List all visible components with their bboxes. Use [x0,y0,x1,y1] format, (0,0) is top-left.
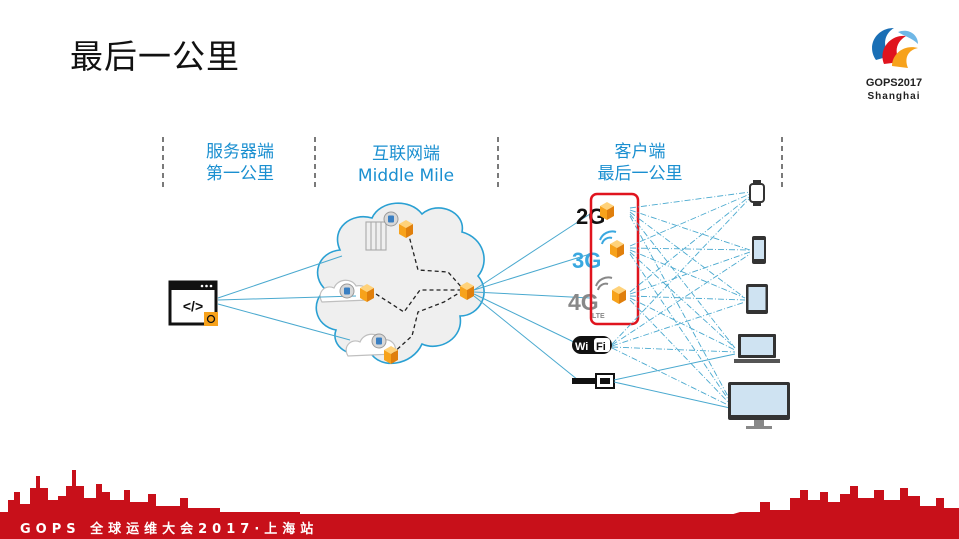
internal-routes [375,231,465,355]
laptop-icon [734,334,780,363]
client-label-line1: 客户端 [614,142,666,162]
svg-text:</>: </> [183,298,203,314]
tablet-icon [746,284,768,314]
gops-emblem-icon [872,28,918,68]
footer-bar [0,514,959,539]
network-ethernet-icon [572,373,615,389]
server-label-line2: 第一公里 [206,164,274,184]
internet-cloud [315,202,485,365]
label-wifi-fi: Fi [596,341,606,353]
footer-text: GOPS 全球运维大会2017·上海站 [20,522,319,537]
label-4g: 4G [568,289,599,315]
network-4g-icon: 4G LTE [568,276,626,320]
label-lte: LTE [592,313,605,320]
edge-cloud-lower [345,333,396,357]
server-label-line1: 服务器端 [206,142,274,162]
network-3g-icon: 3G [572,230,624,273]
network-2g-icon: 2G [576,202,614,229]
column-separators [162,137,783,190]
internet-label-line1: 互联网端 [372,144,440,164]
client-label-line2: 最后一公里 [597,164,683,184]
last-mile-highlight-box [589,192,640,326]
device-links [611,191,751,407]
network-wifi-icon: Wi Fi [572,336,612,354]
client-column-label: 客户端 最后一公里 [580,141,700,185]
smartwatch-icon [749,180,765,206]
server-column-label: 服务器端 第一公里 [190,141,290,185]
building-icon [365,221,387,251]
slide-title: 最后一公里 [70,37,240,76]
logo-brand-text: GOPS2017 [865,77,923,89]
logo-city-text: Shanghai [867,91,921,102]
label-3g: 3G [572,248,601,273]
code-window-icon: </> [168,280,218,326]
server-links [217,255,357,341]
smartphone-icon [752,236,766,264]
gops-logo: GOPS2017 Shanghai [862,20,926,110]
ethernet-links [613,353,736,409]
label-wifi-wi: Wi [575,341,588,353]
desktop-monitor-icon [728,382,790,429]
internet-column-label: 互联网端 Middle Mile [340,143,472,187]
gateway-links [473,213,591,381]
internet-label-line2: Middle Mile [357,166,455,186]
